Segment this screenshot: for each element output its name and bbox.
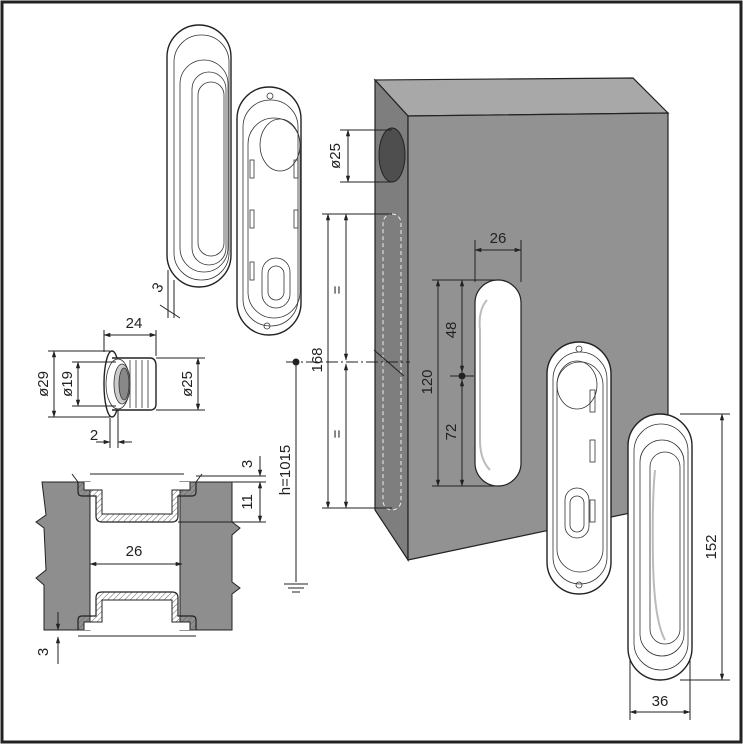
label-slot-26: 26 — [490, 230, 507, 247]
dim-flange-2: 2 — [90, 410, 132, 448]
door-section-left — [35, 481, 91, 631]
door-block-top — [373, 77, 670, 117]
label-section-3-top: 3 — [239, 460, 256, 468]
dim-cap-width-24: 24 — [103, 315, 157, 356]
label-120: 120 — [419, 369, 436, 394]
door-block — [373, 77, 670, 562]
label-section-3-bottom: 3 — [35, 648, 52, 656]
label-equal-top: = — [329, 285, 346, 294]
milled-slot — [474, 279, 522, 487]
hole-d25 — [378, 127, 406, 183]
dim-slot-26: 26 — [474, 230, 522, 282]
label-handle-152: 152 — [703, 534, 720, 559]
handle-front-view — [166, 24, 232, 288]
door-section-right — [179, 481, 241, 631]
round-cap — [103, 350, 157, 418]
dim-48-72: 48 72 — [443, 279, 474, 487]
label-cap-d19: ø19 — [59, 371, 76, 397]
section-view — [35, 473, 241, 637]
label-equal-bottom: = — [329, 429, 346, 438]
dim-handle-36: 36 — [629, 660, 691, 720]
dim-168: 168 — [309, 213, 392, 509]
dim-height-1015: h=1015 — [277, 358, 410, 593]
label-72: 72 — [443, 424, 460, 441]
label-handle-36: 36 — [652, 693, 669, 710]
label-section-26: 26 — [126, 543, 143, 560]
dim-section-3-top: 3 — [196, 456, 266, 483]
dim-equal-halves: = = — [329, 213, 405, 509]
dim-section-11: 11 — [178, 481, 266, 523]
slot-inner-shadow — [478, 299, 491, 471]
handle-back-plate — [236, 86, 302, 336]
label-hole-d25: ø25 — [327, 143, 344, 169]
dim-handle-152: 152 — [680, 413, 730, 681]
label-edge-3: 3 — [149, 280, 168, 296]
label-section-11: 11 — [239, 494, 256, 510]
label-flange-2: 2 — [90, 427, 98, 444]
handle-front-face — [627, 413, 693, 681]
label-48: 48 — [443, 322, 460, 339]
dim-hole-d25: ø25 — [327, 129, 392, 183]
label-168: 168 — [309, 347, 326, 372]
label-cap-d29: ø29 — [35, 371, 52, 397]
dim-cap-d25: ø25 — [156, 357, 205, 411]
handle-mounted-back — [546, 341, 612, 595]
dim-cap-d29: ø29 — [35, 350, 110, 418]
dim-cap-d19: ø19 — [59, 361, 116, 407]
dim-section-3-bottom: 3 — [35, 612, 78, 664]
dim-section-26: 26 — [89, 543, 183, 567]
label-cap-d25: ø25 — [179, 371, 196, 397]
label-cap-24: 24 — [126, 315, 143, 332]
label-height-1015: h=1015 — [277, 445, 294, 495]
